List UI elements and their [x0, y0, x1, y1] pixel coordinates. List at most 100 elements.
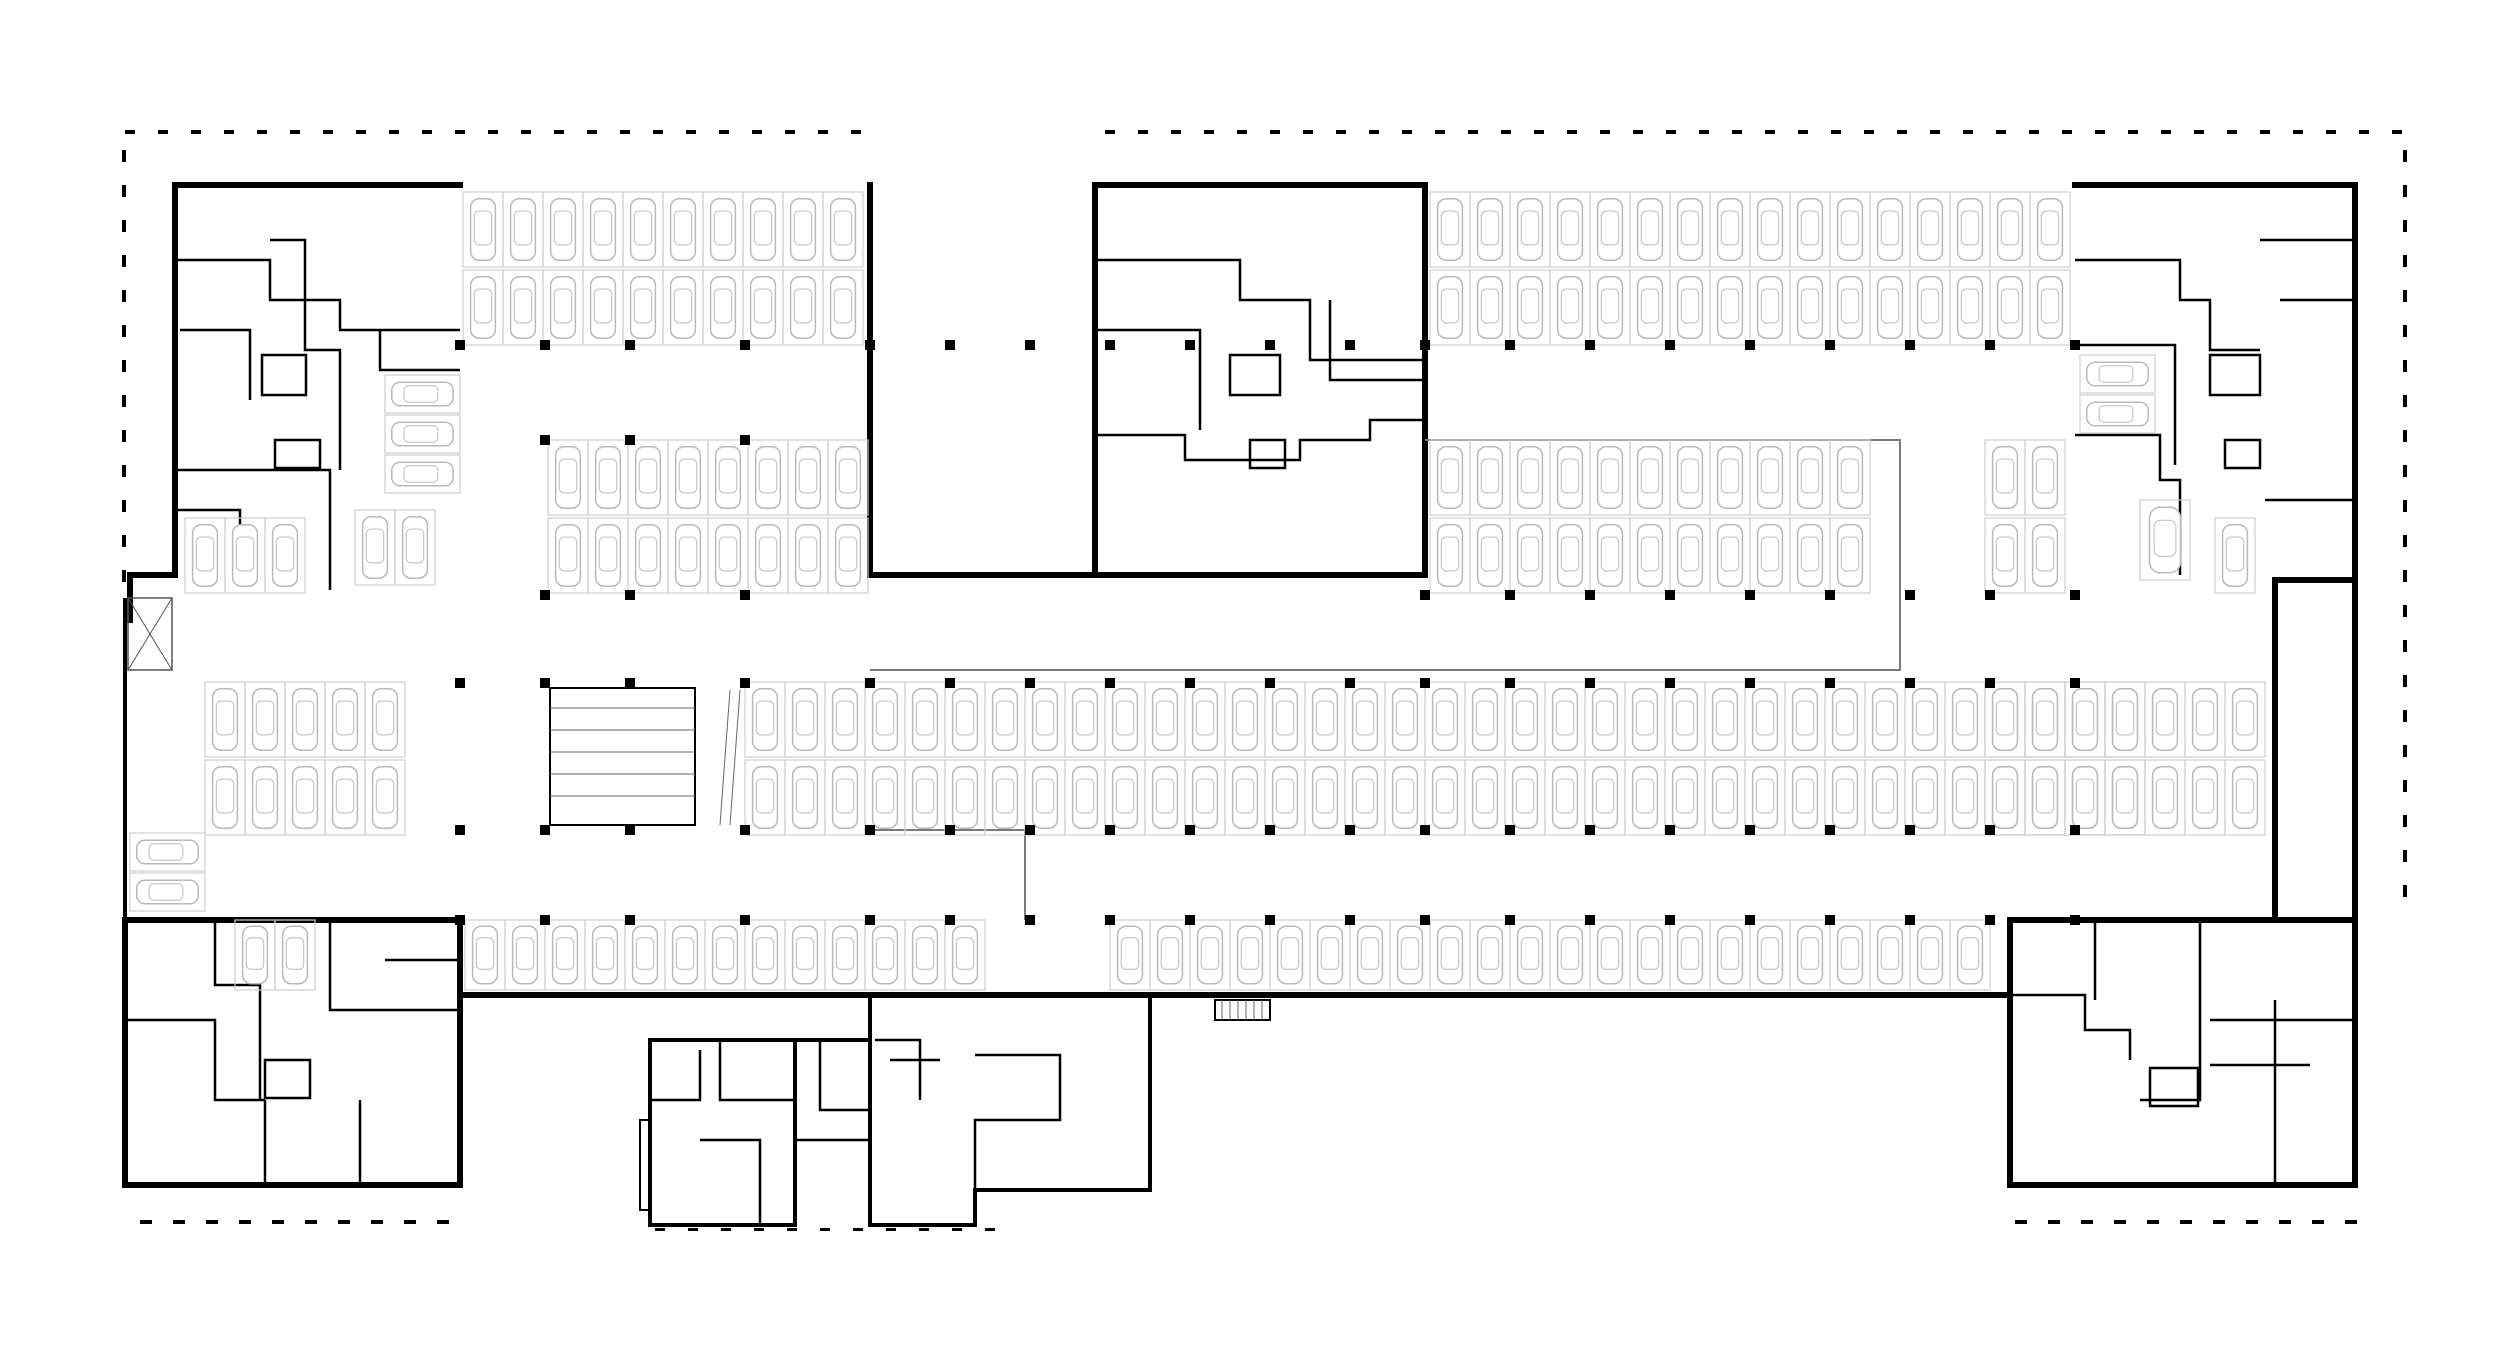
parking-stall [1309, 919, 1351, 991]
facade-pier [1732, 130, 1742, 134]
facade-pier [122, 185, 126, 197]
column [625, 825, 635, 835]
facade-pier [2180, 1220, 2192, 1224]
column [1105, 340, 1115, 350]
facade-pier [2326, 130, 2336, 134]
column [1345, 825, 1355, 835]
light-well [127, 597, 173, 671]
facade-pier [851, 130, 861, 134]
facade-pier [2403, 640, 2407, 652]
facade-pier [488, 130, 498, 134]
column [1105, 678, 1115, 688]
column [865, 915, 875, 925]
parking-stall [1984, 517, 2026, 594]
parking-stall [1509, 517, 1551, 594]
column [1025, 340, 1035, 350]
parking-stall [1589, 517, 1631, 594]
facade-pier [191, 130, 201, 134]
parking-stall [782, 191, 824, 268]
parking-stall [2024, 759, 2066, 836]
parking-stall [462, 269, 504, 346]
parking-stall [1344, 681, 1386, 758]
facade-pier [2359, 130, 2369, 134]
facade-pier [305, 1220, 317, 1224]
parking-stall [284, 759, 326, 836]
parking-stall [1264, 681, 1306, 758]
column [1505, 340, 1515, 350]
column [1665, 590, 1675, 600]
facade-pier [122, 255, 126, 267]
parking-stall [1104, 681, 1146, 758]
parking-stall [744, 919, 786, 991]
parking-stall [787, 439, 829, 516]
parking-stall [1584, 759, 1626, 836]
parking-stall [1429, 517, 1471, 594]
parking-stall [1789, 517, 1831, 594]
column [1025, 678, 1035, 688]
parking-stall [1749, 439, 1791, 516]
column [625, 915, 635, 925]
parking-stall [782, 269, 824, 346]
column [1905, 915, 1915, 925]
facade-pier [752, 130, 762, 134]
column [455, 825, 465, 835]
facade-pier [1798, 130, 1808, 134]
facade-pier [2403, 605, 2407, 617]
facade-pier [2403, 290, 2407, 302]
parking-stall [664, 919, 706, 991]
parking-stalls [129, 191, 2266, 991]
parking-stall [1909, 269, 1951, 346]
column [1505, 825, 1515, 835]
parking-stall [1869, 269, 1911, 346]
facade-pier [1831, 130, 1841, 134]
column [1665, 825, 1675, 835]
facade-pier [2114, 1220, 2126, 1224]
parking-stall [1104, 759, 1146, 836]
parking-stall [1429, 439, 1471, 516]
parking-stall [944, 919, 986, 991]
parking-stall [1464, 681, 1506, 758]
facade-pier [1303, 130, 1313, 134]
parking-stall [1989, 269, 2031, 346]
parking-stall [1704, 759, 1746, 836]
column [1420, 825, 1430, 835]
facade-pier [2403, 360, 2407, 372]
column [1585, 678, 1595, 688]
column [945, 915, 955, 925]
column [1665, 678, 1675, 688]
parking-stall [582, 191, 624, 268]
parking-stall [1024, 759, 1066, 836]
parking-stall [1589, 919, 1631, 991]
facade-pier [1633, 130, 1643, 134]
parking-stall [1349, 919, 1391, 991]
parking-stall [587, 439, 629, 516]
parking-stall [1509, 919, 1551, 991]
facade-pier [122, 220, 126, 232]
column [2070, 678, 2080, 688]
facade-pier [2147, 1220, 2159, 1224]
column [1585, 915, 1595, 925]
parking-stall [1869, 919, 1911, 991]
parking-stall [1669, 439, 1711, 516]
parking-stall [742, 191, 784, 268]
parking-stall [627, 517, 669, 594]
column [1905, 825, 1915, 835]
facade-pier [2213, 1220, 2225, 1224]
parking-stall [2064, 759, 2106, 836]
column [1420, 678, 1430, 688]
parking-stall [129, 872, 206, 912]
facade-pier [1402, 130, 1412, 134]
parking-stall [2224, 681, 2266, 758]
parking-stall [1789, 191, 1831, 268]
parking-stall [1629, 439, 1671, 516]
facade-pier [818, 130, 828, 134]
column [1265, 915, 1275, 925]
parking-stall [129, 832, 206, 872]
parking-stall [354, 509, 396, 586]
column [865, 340, 875, 350]
parking-stall [2139, 499, 2191, 581]
column [740, 435, 750, 445]
parking-stall [284, 681, 326, 758]
facade-pier [2392, 130, 2402, 134]
facade-pier [2403, 885, 2407, 897]
